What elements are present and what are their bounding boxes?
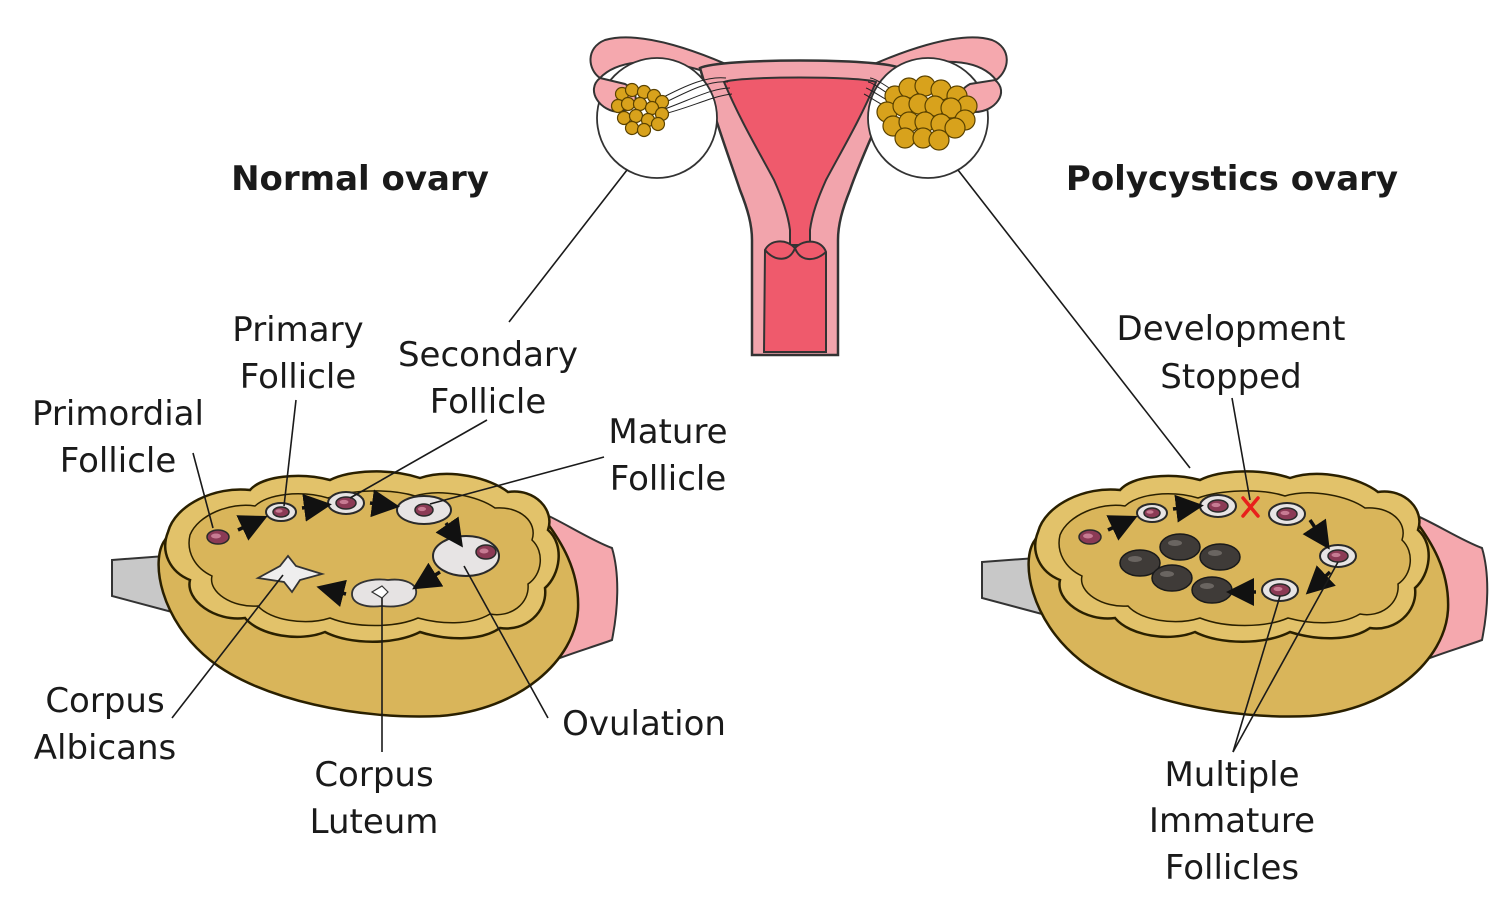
svg-text:Corpus: Corpus	[45, 681, 164, 721]
pcos-immature-follicle-2	[1319, 544, 1357, 568]
left-small-follicle-12	[628, 108, 644, 124]
svg-text:Immature: Immature	[1149, 801, 1315, 841]
secondary-leader	[349, 419, 488, 499]
svg-text:Stopped: Stopped	[1160, 357, 1301, 397]
svg-text:Multiple: Multiple	[1164, 755, 1299, 795]
left-small-follicle-8	[632, 96, 648, 112]
cyst-2	[1159, 533, 1201, 561]
label-corpus-albicans: Corpus Albicans	[34, 681, 177, 768]
arrow-primordial-primary	[236, 515, 268, 541]
label-secondary-follicle: Secondary Follicle	[398, 335, 578, 422]
primary-leader	[283, 399, 297, 507]
label-mature-follicle: Mature Follicle	[608, 412, 727, 499]
normal-ovary-heading: Normal ovary	[231, 159, 489, 199]
pcos-arrow-3	[1302, 518, 1330, 550]
primordial-leader	[192, 452, 214, 529]
svg-text:Follicle: Follicle	[430, 382, 547, 422]
svg-text:Follicles: Follicles	[1165, 848, 1299, 888]
development-stopped-leader	[1231, 397, 1251, 501]
arrow-luteum-albicans	[316, 579, 347, 607]
mature-leader	[429, 456, 605, 505]
left-small-follicle-16	[636, 122, 652, 138]
corpus-albicans-mark	[255, 554, 326, 594]
uterus	[589, 36, 1008, 357]
svg-text:Secondary: Secondary	[398, 335, 578, 375]
uterine-cavity	[722, 76, 878, 246]
label-primary-follicle: Primary Follicle	[232, 310, 363, 397]
left-ovary-small	[593, 57, 733, 179]
polycystic-ovary	[981, 470, 1489, 718]
pcos-primordial-follicle	[1078, 529, 1102, 545]
arrow-primary-secondary	[301, 493, 332, 522]
immature-leader-1	[1232, 595, 1281, 753]
label-multiple-immature-follicles: Multiple Immature Follicles	[1149, 755, 1315, 888]
red-x-icon	[1241, 496, 1260, 518]
label-primordial-follicle: Primordial Follicle	[32, 394, 204, 481]
pcos-primary-follicle	[1136, 503, 1168, 523]
normal-ovary	[111, 470, 619, 718]
pcos-arrow-1	[1106, 515, 1138, 541]
corpus-albicans-leader	[171, 574, 284, 719]
right-small-follicle-18	[894, 127, 916, 149]
left-small-follicle-14	[650, 116, 666, 132]
arrow-secondary-mature	[369, 489, 400, 518]
pcos-arrow-4	[1305, 565, 1336, 595]
immature-leader-2	[1232, 561, 1339, 753]
svg-text:Primary: Primary	[232, 310, 363, 350]
right-small-follicle-17	[944, 117, 966, 139]
right-zoom-line	[957, 169, 1191, 469]
svg-text:Mature: Mature	[608, 412, 727, 452]
cyst-5	[1191, 576, 1233, 604]
left-small-follicle-15	[624, 120, 640, 136]
secondary-follicle	[327, 491, 365, 515]
cervical-canal	[762, 240, 827, 353]
cyst-1	[1119, 549, 1161, 577]
arrow-mature-ovulation	[435, 516, 463, 548]
svg-text:Follicle: Follicle	[610, 459, 727, 499]
pcos-arrow-2	[1172, 494, 1204, 523]
right-small-follicle-20	[928, 129, 950, 151]
svg-text:Luteum: Luteum	[310, 802, 439, 842]
svg-text:Follicle: Follicle	[60, 441, 177, 481]
label-ovulation: Ovulation	[562, 704, 726, 744]
svg-text:Follicle: Follicle	[240, 357, 357, 397]
pcos-immature-follicle-1	[1268, 502, 1306, 526]
cyst-4	[1151, 564, 1193, 592]
left-small-follicle-7	[620, 96, 636, 112]
primary-follicle	[265, 502, 297, 522]
right-small-follicle-11	[940, 97, 962, 119]
ovulation-leader	[463, 565, 549, 719]
svg-text:Corpus: Corpus	[314, 755, 433, 795]
pcos-immature-follicle-3	[1261, 578, 1299, 602]
primordial-follicle	[206, 529, 230, 545]
cyst-3	[1199, 543, 1241, 571]
right-ovary-small	[863, 57, 1002, 179]
pcos-secondary-follicle	[1199, 494, 1237, 518]
polycystic-ovary-heading: Polycystics ovary	[1066, 159, 1398, 199]
label-corpus-luteum: Corpus Luteum	[310, 755, 439, 842]
label-development-stopped: Development Stopped	[1117, 309, 1346, 397]
svg-text:Ovulation: Ovulation	[562, 704, 726, 744]
svg-text:Albicans: Albicans	[34, 728, 177, 768]
left-zoom-line	[508, 169, 628, 323]
svg-text:Primordial: Primordial	[32, 394, 204, 434]
left-small-follicle-2	[624, 82, 640, 98]
arrow-ovulation-luteum	[412, 562, 444, 590]
svg-text:Development: Development	[1117, 309, 1346, 349]
